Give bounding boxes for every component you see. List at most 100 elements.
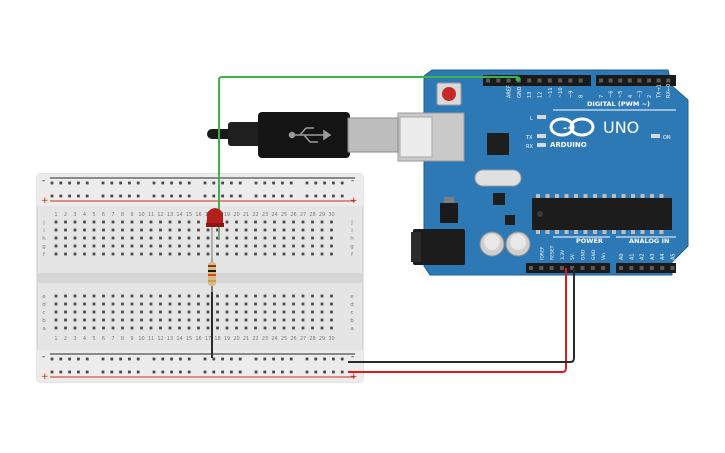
terminal-hole[interactable] <box>130 228 134 232</box>
digital-pin[interactable] <box>558 78 563 83</box>
terminal-hole[interactable] <box>102 236 105 240</box>
digital-pin[interactable] <box>656 78 661 83</box>
header-pin[interactable] <box>670 266 675 270</box>
terminal-hole[interactable] <box>330 294 333 298</box>
rail-hole[interactable] <box>101 357 105 361</box>
terminal-hole[interactable] <box>102 310 105 314</box>
rail-hole[interactable] <box>59 357 63 361</box>
terminal-hole[interactable] <box>263 310 267 314</box>
header-pin[interactable] <box>629 266 634 270</box>
rail-hole[interactable] <box>323 370 326 374</box>
rail-hole[interactable] <box>305 194 309 198</box>
terminal-hole[interactable] <box>178 228 181 232</box>
terminal-hole[interactable] <box>187 318 191 322</box>
terminal-hole[interactable] <box>320 294 324 298</box>
terminal-hole[interactable] <box>320 252 324 256</box>
terminal-hole[interactable] <box>187 326 191 330</box>
resistor[interactable] <box>208 258 216 292</box>
terminal-hole[interactable] <box>197 318 200 322</box>
terminal-hole[interactable] <box>263 302 267 306</box>
terminal-hole[interactable] <box>301 236 305 240</box>
terminal-hole[interactable] <box>83 302 86 306</box>
terminal-hole[interactable] <box>273 302 276 306</box>
rail-hole[interactable] <box>340 370 344 374</box>
terminal-hole[interactable] <box>73 318 77 322</box>
rail-hole[interactable] <box>212 370 216 374</box>
terminal-hole[interactable] <box>320 236 324 240</box>
terminal-hole[interactable] <box>187 236 191 240</box>
terminal-hole[interactable] <box>111 244 115 248</box>
terminal-hole[interactable] <box>282 302 286 306</box>
header-pin[interactable] <box>601 266 606 270</box>
rail-hole[interactable] <box>263 370 267 374</box>
rail-hole[interactable] <box>128 357 131 361</box>
header-pin[interactable] <box>580 266 585 270</box>
digital-pin[interactable] <box>506 78 511 83</box>
terminal-hole[interactable] <box>235 220 238 224</box>
terminal-hole[interactable] <box>121 302 124 306</box>
terminal-hole[interactable] <box>244 294 248 298</box>
rail-hole[interactable] <box>152 194 156 198</box>
terminal-hole[interactable] <box>102 294 105 298</box>
rail-hole[interactable] <box>119 370 122 374</box>
terminal-hole[interactable] <box>301 310 305 314</box>
terminal-hole[interactable] <box>254 318 257 322</box>
rail-hole[interactable] <box>161 181 165 185</box>
rail-hole[interactable] <box>110 181 114 185</box>
terminal-hole[interactable] <box>187 220 191 224</box>
terminal-hole[interactable] <box>111 294 115 298</box>
digital-pin[interactable] <box>637 78 642 83</box>
terminal-hole[interactable] <box>121 310 124 314</box>
terminal-hole[interactable] <box>292 252 295 256</box>
terminal-hole[interactable] <box>130 294 134 298</box>
rail-hole[interactable] <box>136 357 140 361</box>
rail-hole[interactable] <box>203 194 207 198</box>
terminal-hole[interactable] <box>130 310 134 314</box>
breadboard-holes[interactable] <box>50 181 344 374</box>
terminal-hole[interactable] <box>301 252 305 256</box>
rail-hole[interactable] <box>254 370 258 374</box>
rail-hole[interactable] <box>230 194 233 198</box>
rail-hole[interactable] <box>203 357 207 361</box>
terminal-hole[interactable] <box>225 310 229 314</box>
terminal-hole[interactable] <box>263 252 267 256</box>
rail-hole[interactable] <box>68 370 71 374</box>
header-pin[interactable] <box>649 266 654 270</box>
terminal-hole[interactable] <box>206 302 210 306</box>
terminal-hole[interactable] <box>330 318 333 322</box>
rail-hole[interactable] <box>289 370 293 374</box>
rail-hole[interactable] <box>254 194 258 198</box>
terminal-hole[interactable] <box>244 244 248 248</box>
digital-pin[interactable] <box>627 78 632 83</box>
wire-gnd-to-minus-rail[interactable] <box>348 268 575 363</box>
terminal-hole[interactable] <box>149 220 153 224</box>
terminal-hole[interactable] <box>187 310 191 314</box>
terminal-hole[interactable] <box>263 294 267 298</box>
terminal-hole[interactable] <box>130 302 134 306</box>
terminal-hole[interactable] <box>301 294 305 298</box>
rail-hole[interactable] <box>170 181 173 185</box>
terminal-hole[interactable] <box>149 310 153 314</box>
terminal-hole[interactable] <box>54 326 58 330</box>
rail-hole[interactable] <box>314 194 318 198</box>
terminal-hole[interactable] <box>187 294 191 298</box>
terminal-hole[interactable] <box>225 220 229 224</box>
terminal-hole[interactable] <box>225 252 229 256</box>
rail-hole[interactable] <box>128 181 131 185</box>
terminal-hole[interactable] <box>292 326 295 330</box>
terminal-hole[interactable] <box>206 244 210 248</box>
terminal-hole[interactable] <box>140 326 143 330</box>
terminal-hole[interactable] <box>159 310 162 314</box>
rail-hole[interactable] <box>152 181 156 185</box>
terminal-hole[interactable] <box>330 252 333 256</box>
terminal-hole[interactable] <box>54 252 58 256</box>
rail-hole[interactable] <box>263 181 267 185</box>
rail-hole[interactable] <box>136 181 140 185</box>
terminal-hole[interactable] <box>102 302 105 306</box>
terminal-hole[interactable] <box>311 220 314 224</box>
terminal-hole[interactable] <box>197 244 200 248</box>
terminal-hole[interactable] <box>330 236 333 240</box>
terminal-hole[interactable] <box>254 310 257 314</box>
terminal-hole[interactable] <box>263 244 267 248</box>
terminal-hole[interactable] <box>187 228 191 232</box>
